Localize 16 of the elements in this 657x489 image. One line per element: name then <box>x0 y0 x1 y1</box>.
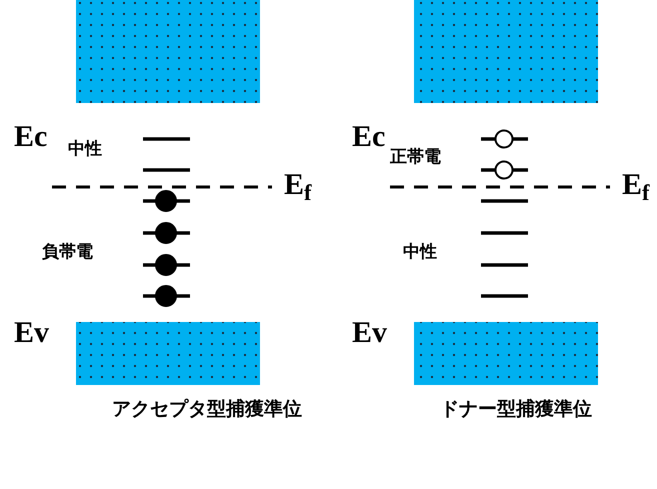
state-label: 中性 <box>68 140 102 157</box>
state-label: 正帯電 <box>390 148 441 165</box>
panel-caption: ドナー型捕獲準位 <box>440 400 592 419</box>
valence-band <box>414 322 598 385</box>
state-label: 負帯電 <box>42 243 93 260</box>
valence-band <box>76 322 260 385</box>
conduction-band <box>414 0 598 103</box>
energy-label: Ev <box>14 318 50 348</box>
energy-label: Ev <box>352 318 388 348</box>
panel-caption: アクセプタ型捕獲準位 <box>112 400 302 419</box>
conduction-band <box>76 0 260 103</box>
energy-label: Ec <box>14 122 48 152</box>
energy-label: E$_{f}$ <box>622 170 650 200</box>
state-label: 中性 <box>403 243 437 260</box>
energy-label: Ec <box>352 122 386 152</box>
energy-label: E$_{f}$ <box>284 170 312 200</box>
